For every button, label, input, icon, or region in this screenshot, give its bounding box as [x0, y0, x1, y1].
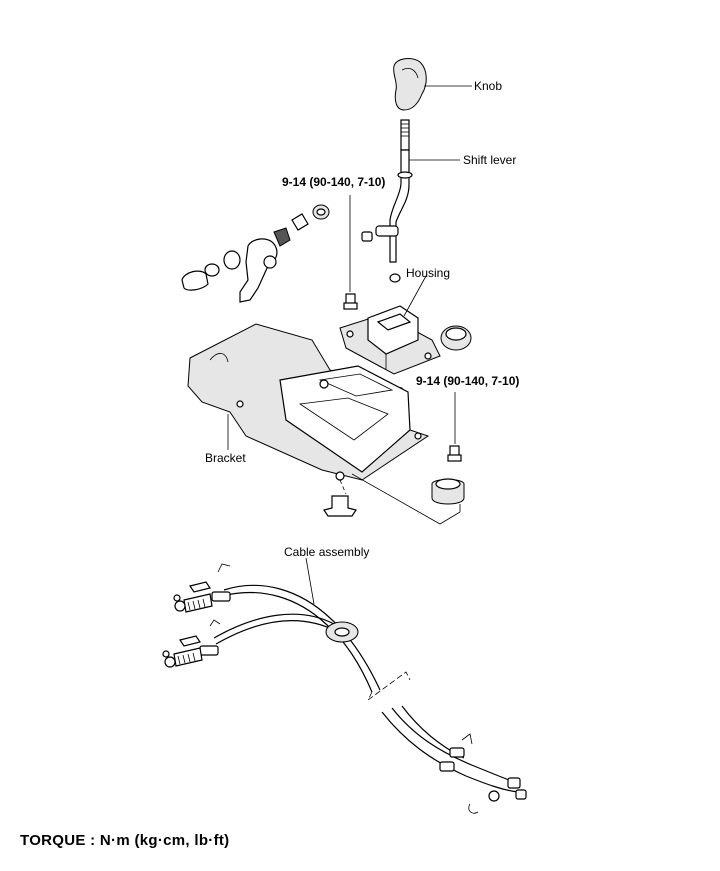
pivot-bushing-parts — [181, 204, 330, 303]
upper-bolt — [343, 195, 358, 310]
housing-part — [339, 305, 441, 375]
knob-part — [393, 58, 427, 111]
shift-lever-label: Shift lever — [463, 153, 517, 167]
cable-assembly-label: Cable assembly — [284, 545, 370, 559]
cable-assembly-part — [162, 563, 527, 814]
shift-lever-part — [361, 119, 413, 283]
knob-label: Knob — [474, 79, 503, 93]
torque-units-footer: TORQUE : N·m (kg·cm, lb·ft) — [20, 832, 230, 849]
bushing-right — [440, 325, 472, 351]
bracket-part — [187, 323, 430, 481]
bottom-bushings — [323, 473, 465, 525]
cable-assembly-leader — [305, 557, 315, 605]
torque-spec-upper: 9-14 (90-140, 7-10) — [282, 175, 386, 189]
bracket-label: Bracket — [205, 451, 246, 465]
housing-label: Housing — [406, 266, 451, 280]
torque-spec-lower: 9-14 (90-140, 7-10) — [416, 374, 520, 388]
lower-bolt — [447, 392, 462, 462]
housing-leader — [403, 275, 427, 317]
